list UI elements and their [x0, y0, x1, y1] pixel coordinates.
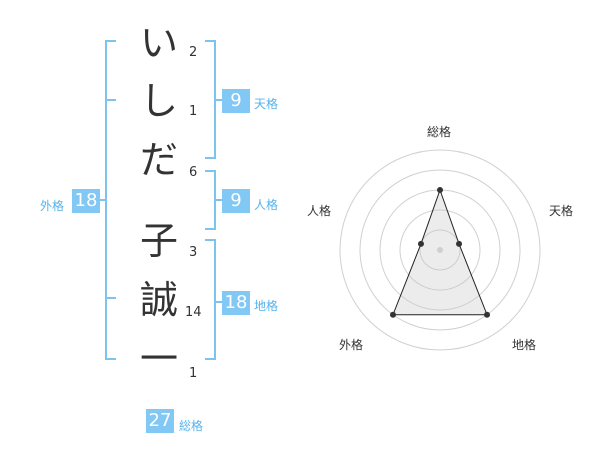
radar-ring [419, 229, 461, 271]
radar-ring [359, 169, 521, 331]
jinkaku-label: 人格 [254, 198, 279, 212]
name-char: 一 [139, 337, 178, 381]
name-char: だ [139, 138, 178, 182]
chikaku-label: 地格 [254, 299, 279, 313]
soukaku-badge: 27 [146, 409, 174, 433]
radar-point [437, 187, 443, 193]
soukaku-label: 総格 [179, 419, 204, 433]
name-char: 子 [139, 219, 178, 263]
radar-point [417, 240, 424, 247]
stroke-count: 3 [189, 245, 198, 260]
radar-center [437, 247, 443, 253]
radar-ring [339, 149, 541, 351]
name-char: い [139, 21, 178, 65]
gaikaku-badge: 18 [72, 189, 100, 213]
radar-axis-label: 人格 [307, 204, 332, 218]
radar-axis-label: 地格 [512, 338, 537, 352]
stroke-count: 14 [185, 305, 202, 320]
stroke-count: 1 [189, 366, 198, 381]
radar-axis-label: 総格 [427, 125, 452, 139]
radar-point [389, 311, 396, 318]
jinkaku-badge: 9 [222, 189, 250, 213]
name-char: 誠 [139, 278, 178, 322]
name-char: し [139, 79, 178, 123]
stroke-count: 6 [189, 165, 198, 180]
gaikaku-label: 外格 [40, 199, 65, 213]
chikaku-bracket [205, 239, 216, 360]
radar-ring [399, 209, 481, 291]
tenkaku-label: 天格 [254, 97, 279, 111]
radar-point [484, 311, 491, 318]
stroke-count: 1 [189, 104, 198, 119]
chikaku-badge: 18 [222, 291, 250, 315]
radar-axis-label: 天格 [549, 204, 574, 218]
tenkaku-badge: 9 [222, 89, 250, 113]
radar-axis-label: 外格 [339, 338, 364, 352]
stroke-count: 2 [189, 45, 198, 60]
radar-point [456, 240, 463, 247]
